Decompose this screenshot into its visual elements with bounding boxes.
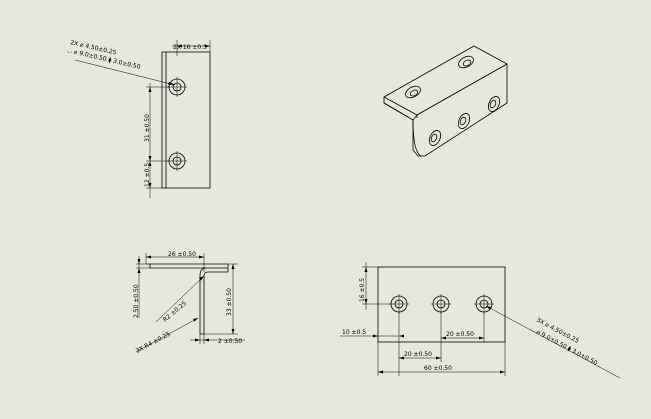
arrowhead — [199, 276, 204, 281]
arrowhead — [231, 264, 235, 269]
arrowhead — [436, 356, 441, 360]
arrowhead — [195, 338, 200, 342]
arrowhead — [486, 306, 491, 310]
side-dim-top: 26 ±0.50 — [168, 251, 196, 258]
front-view: 2X 16 ±0.5 2X ⌀ 4.50±0.25 ⌴ ⌀ 9.0±0.50 ⧫… — [67, 39, 211, 198]
front-dim-top: 2X 16 ±0.5 — [173, 44, 207, 51]
front-dim-left: 31 ±0.50 — [144, 114, 151, 142]
arrowhead — [148, 183, 152, 188]
arrowhead — [177, 44, 182, 48]
arrowhead — [148, 156, 152, 161]
arrowhead — [148, 87, 152, 92]
arrowhead — [231, 329, 235, 334]
front-view-outline — [161, 51, 211, 189]
iso-counterbore — [428, 130, 442, 146]
radius-leader — [155, 275, 205, 323]
arrowhead — [364, 299, 368, 304]
iso-hole — [462, 59, 472, 67]
arrowhead — [373, 334, 378, 338]
iso-counterbore — [457, 113, 471, 129]
arrowhead — [193, 318, 198, 322]
callout-leader — [485, 305, 621, 379]
callout-leader — [74, 59, 176, 86]
arrowhead — [479, 336, 484, 340]
iso-counterbore — [405, 85, 421, 99]
iso-thickness-edge — [383, 102, 409, 118]
side-top-flange — [146, 263, 229, 269]
bottom-dim-overall: 60 ±0.50 — [424, 365, 452, 372]
side-vertical-leg — [199, 267, 229, 335]
arrowhead — [168, 81, 175, 85]
bottom-hole — [474, 294, 494, 314]
side-dim-right: 33 ±0.50 — [226, 288, 233, 316]
arrowhead — [399, 334, 404, 338]
iso-counterbore — [458, 55, 474, 69]
bottom-view-outline — [377, 266, 506, 343]
side-dim-outer-radius: 3X R4 ±0.25 — [135, 331, 172, 355]
radius-leader — [135, 317, 199, 353]
arrowhead — [199, 255, 204, 259]
arrowhead — [204, 338, 209, 342]
arrowhead — [364, 267, 368, 272]
bottom-hole — [431, 294, 451, 314]
side-dim-radius: R2 ±0.25 — [162, 300, 188, 324]
front-dim-bottom: 12 ±0.5 — [144, 163, 151, 187]
iso-hole — [459, 116, 467, 126]
bottom-dim-spacing-left: 20 ±0.50 — [404, 351, 432, 358]
arrowhead — [399, 356, 404, 360]
arrowhead — [137, 259, 141, 264]
bottom-hole — [389, 294, 409, 314]
arrowhead — [378, 370, 383, 374]
bottom-dim-edge: 10 ±0.5 — [342, 329, 366, 336]
iso-hole — [409, 89, 419, 97]
arrowhead — [148, 161, 152, 166]
arrowhead — [441, 336, 446, 340]
isometric-view — [383, 45, 508, 157]
side-dim-left: 2.50 ±0.50 — [133, 284, 140, 318]
iso-hole — [430, 133, 438, 143]
iso-counterbore — [487, 96, 501, 112]
arrowhead — [137, 268, 141, 273]
iso-hole — [489, 99, 497, 109]
side-dim-thickness: 2 ±0.50 — [218, 338, 242, 345]
side-view: 2.50 ±0.50 26 ±0.50 33 ±0.50 R2 ±0.25 3X… — [133, 251, 245, 355]
iso-bend-curve — [412, 119, 422, 157]
arrowhead — [146, 255, 151, 259]
arrowhead — [500, 370, 505, 374]
bottom-dim-spacing-right: 20 ±0.50 — [446, 331, 474, 338]
arrowhead — [205, 44, 210, 48]
bottom-dim-left-v: 16 ±0.5 — [359, 278, 366, 302]
bottom-view: 16 ±0.5 10 ±0.5 20 ±0.50 20 ±0.50 60 ±0.… — [340, 262, 621, 379]
